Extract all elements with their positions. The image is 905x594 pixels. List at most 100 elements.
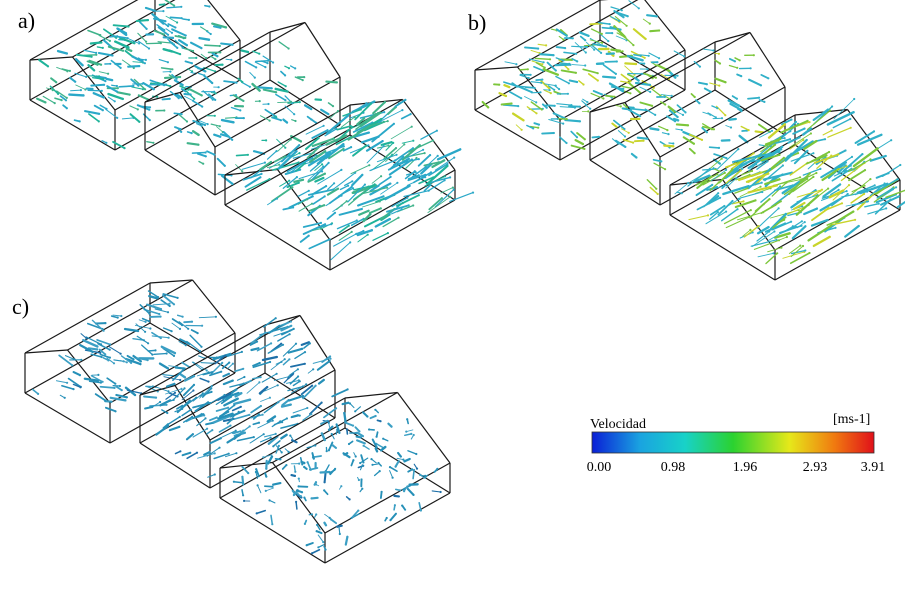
velocity-vector [347, 183, 366, 203]
velocity-vector-head [449, 195, 452, 198]
greenhouse-edge [559, 89, 686, 161]
velocity-vector-head [60, 99, 63, 102]
velocity-vector [537, 43, 547, 46]
velocity-vector [850, 193, 865, 204]
velocity-vector-head [214, 58, 217, 61]
velocity-vector [707, 112, 717, 119]
velocity-vector-head [294, 67, 297, 70]
velocity-vector-head [310, 413, 313, 416]
velocity-vector [216, 392, 232, 401]
velocity-vector-head [533, 87, 536, 90]
velocity-vector [320, 419, 329, 425]
velocity-vector [211, 22, 228, 29]
velocity-vector [132, 61, 144, 64]
greenhouse-edge [794, 108, 848, 116]
velocity-vector-head [607, 40, 610, 43]
velocity-vector [406, 487, 415, 496]
velocity-vector-head [184, 36, 187, 40]
velocity-vector [362, 212, 372, 223]
velocity-vector-head [255, 512, 258, 515]
velocity-vector [540, 80, 551, 90]
velocity-vector-head [362, 444, 365, 447]
velocity-vector [283, 373, 294, 384]
velocity-vector [97, 51, 114, 57]
velocity-vector-head [668, 69, 671, 73]
velocity-vector-head [778, 153, 781, 156]
velocity-vector-head [176, 296, 179, 299]
velocity-vector [209, 437, 222, 445]
greenhouse-edge [589, 41, 716, 113]
velocity-vector [524, 46, 540, 50]
velocity-vector-head [413, 170, 416, 173]
velocity-vector [530, 81, 542, 84]
velocity-vector [131, 55, 142, 62]
velocity-vector-head [299, 495, 303, 498]
velocity-vector [263, 401, 280, 414]
velocity-vector [875, 193, 897, 204]
greenhouse-edge [269, 21, 306, 33]
velocity-vector [624, 62, 638, 66]
velocity-vector-head [548, 89, 551, 92]
velocity-vector [58, 354, 74, 367]
velocity-vector-head [585, 103, 588, 106]
velocity-vector [348, 187, 369, 206]
velocity-vector [327, 182, 335, 191]
velocity-vector-head [262, 433, 265, 436]
velocity-vector [353, 184, 374, 191]
velocity-vector [528, 58, 545, 63]
velocity-vector-head [435, 129, 438, 132]
velocity-vector [130, 78, 140, 87]
velocity-vector-head [125, 33, 128, 37]
velocity-vector [189, 334, 203, 348]
velocity-vector [530, 49, 541, 54]
velocity-vector [281, 399, 290, 407]
velocity-vector [233, 413, 251, 420]
velocity-vector-head [575, 52, 578, 55]
velocity-vector-head [280, 451, 283, 454]
velocity-vector [311, 548, 321, 555]
velocity-vector [386, 204, 410, 213]
velocity-vector-head [257, 421, 261, 424]
velocity-vector-head [829, 109, 832, 112]
velocity-vector-head [241, 475, 244, 478]
velocity-vector-head [146, 19, 149, 22]
velocity-vector-head [182, 46, 185, 49]
velocity-vector-head [391, 476, 394, 479]
velocity-vector [867, 207, 887, 215]
velocity-vector [249, 433, 265, 444]
velocity-vector-head [229, 392, 232, 395]
velocity-vector-head [314, 444, 317, 447]
velocity-vector [90, 375, 104, 383]
velocity-vector [614, 16, 628, 27]
velocity-vector-head [255, 468, 258, 471]
velocity-vector-head [837, 153, 840, 156]
velocity-vector-head [252, 436, 255, 439]
velocity-vector [856, 184, 876, 194]
velocity-vector-head [627, 131, 630, 134]
velocity-vector-head [229, 352, 232, 356]
velocity-vector-head [733, 60, 737, 63]
velocity-vector [374, 217, 391, 228]
velocity-vector-head [410, 125, 413, 128]
velocity-vector-head [360, 478, 363, 481]
velocity-vector [224, 452, 237, 458]
velocity-vector [212, 352, 232, 361]
velocity-vector [177, 113, 188, 123]
velocity-vector [126, 389, 142, 394]
velocity-vector [124, 50, 134, 58]
velocity-vector-head [333, 182, 336, 185]
velocity-vector-head [705, 83, 708, 86]
velocity-vector-head [102, 78, 105, 81]
velocity-vector-head [294, 470, 297, 473]
velocity-vector [361, 187, 388, 195]
velocity-vector [708, 146, 720, 149]
velocity-vector-head [259, 404, 262, 408]
velocity-vector-head [123, 147, 126, 150]
velocity-vector [263, 317, 277, 328]
velocity-vector-head [890, 139, 893, 142]
velocity-vector [198, 36, 211, 41]
velocity-vector-head [406, 196, 409, 199]
velocity-vector-head [615, 60, 618, 63]
velocity-vector-head [354, 455, 357, 458]
